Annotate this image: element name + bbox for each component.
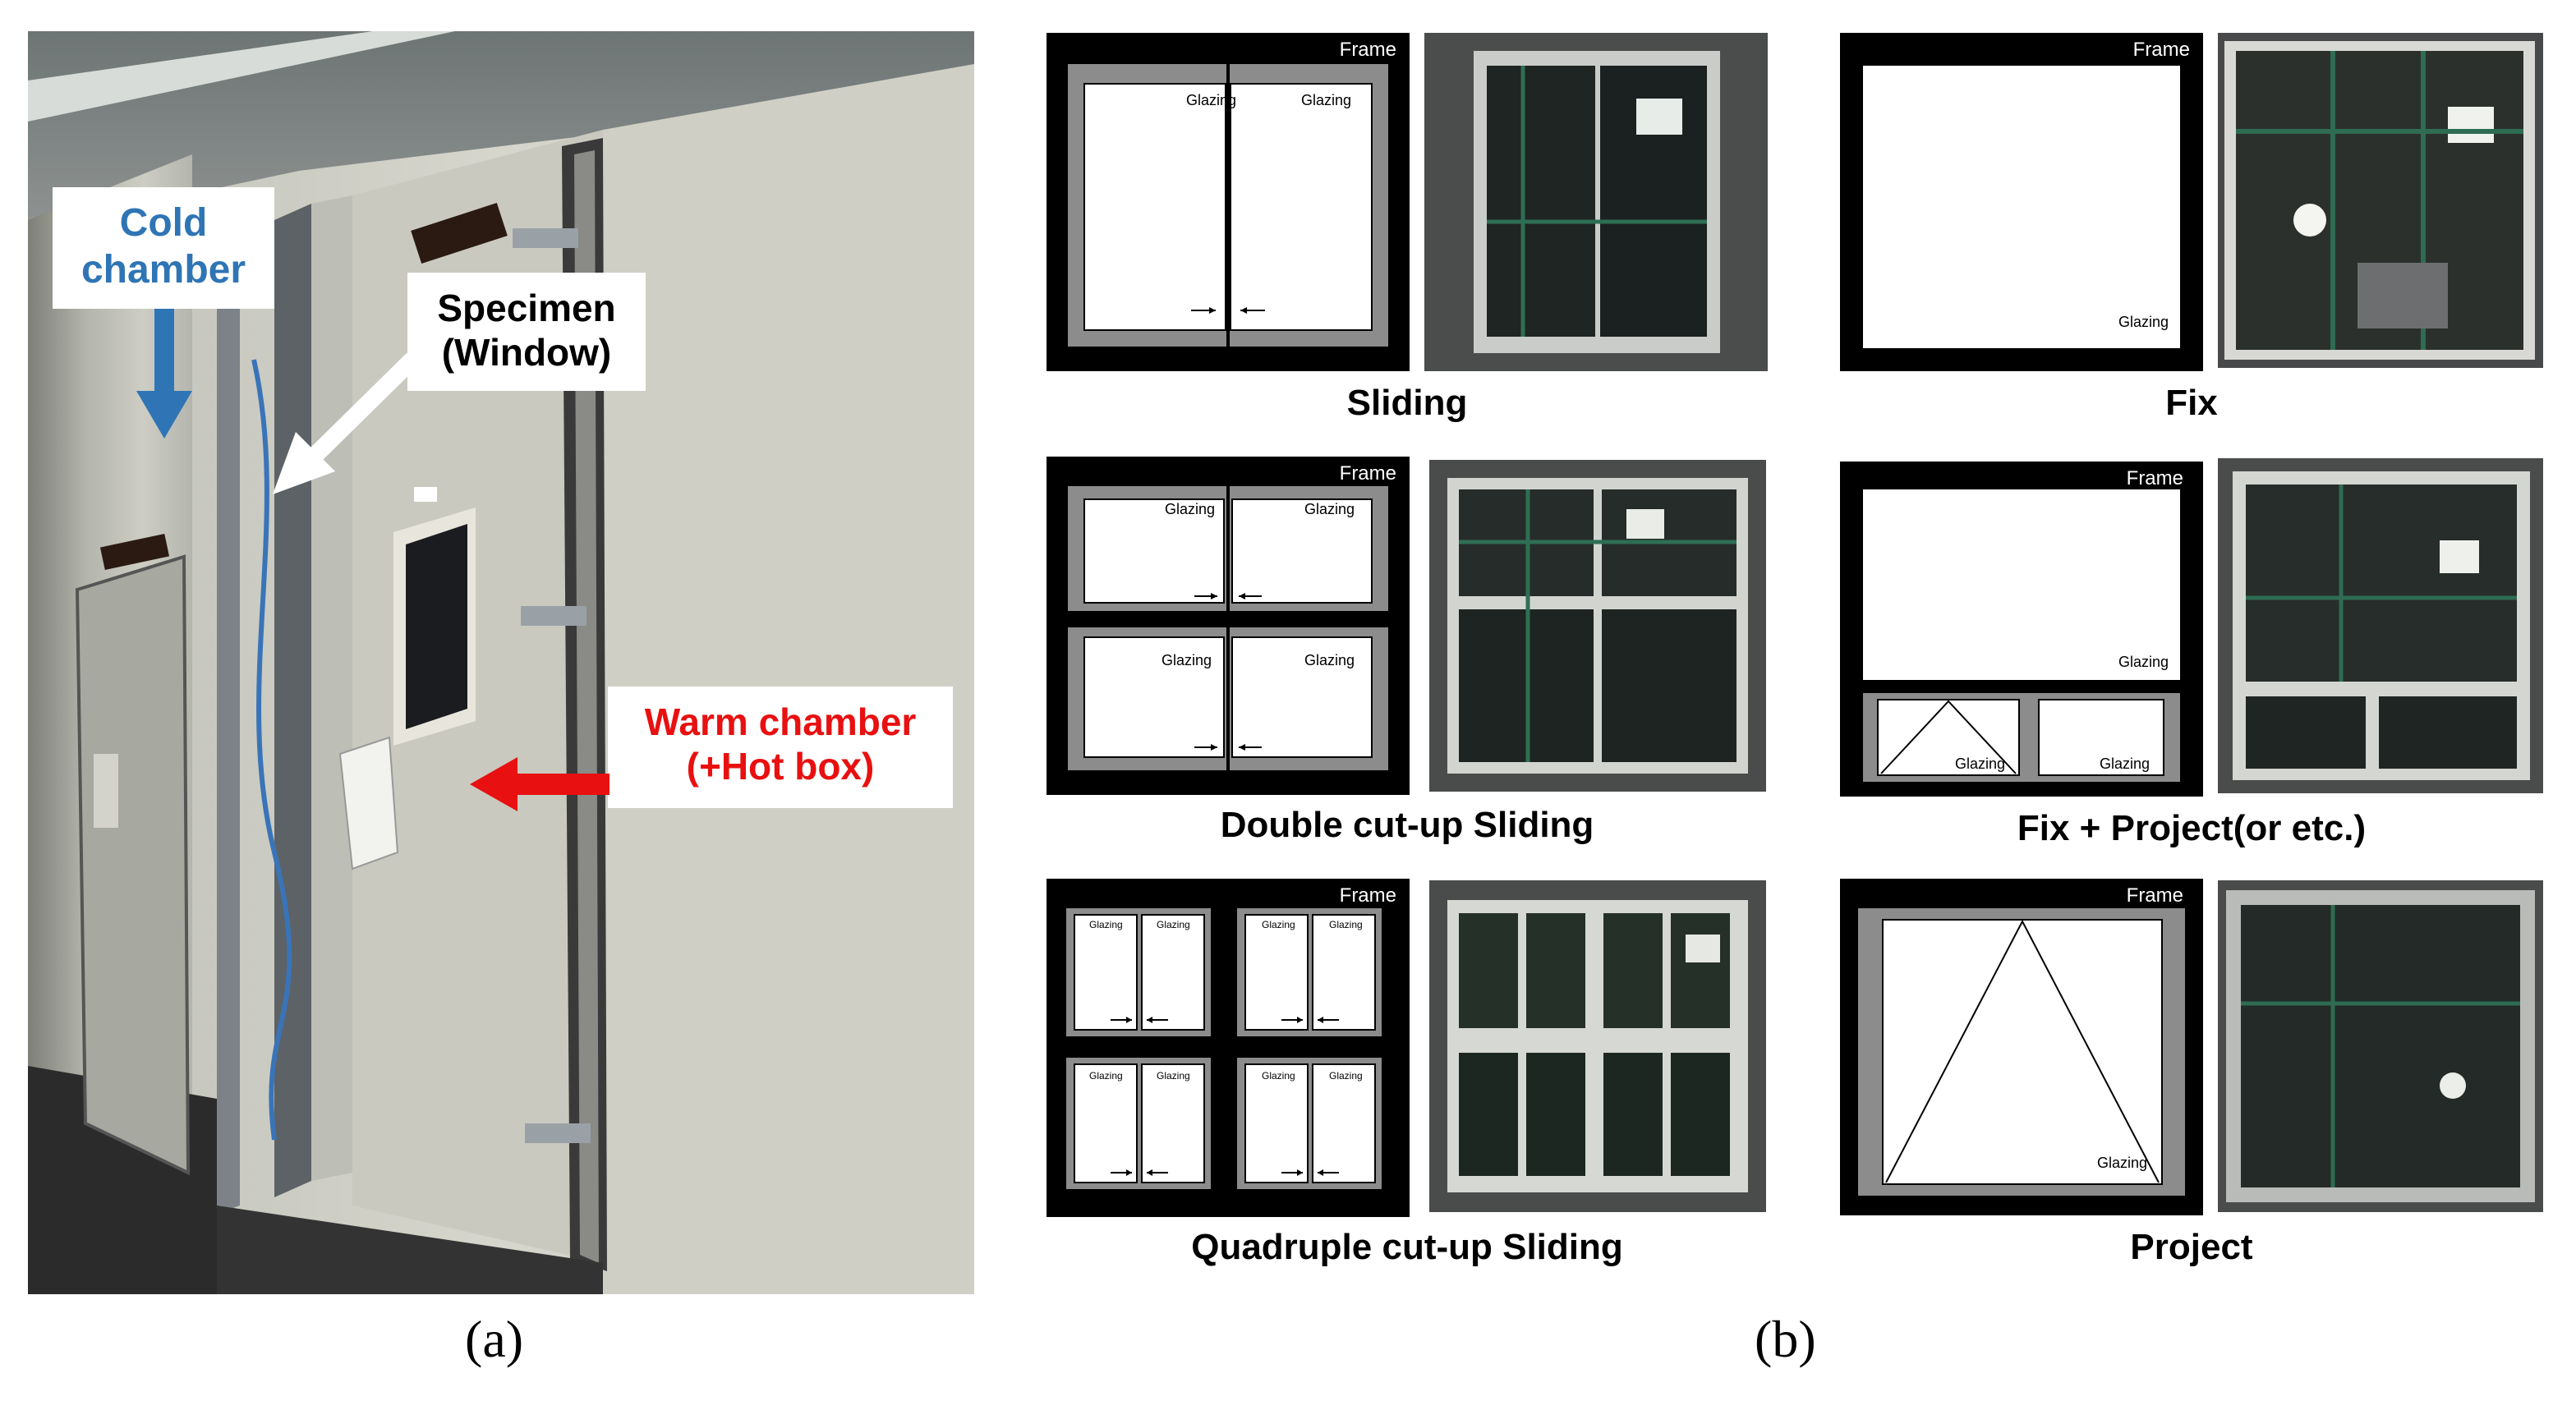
glazing-label: Glazing bbox=[2118, 654, 2169, 670]
glazing-label: Glazing bbox=[1262, 1070, 1295, 1082]
chamber-photo bbox=[28, 31, 974, 1294]
glazing-label: Glazing bbox=[1262, 919, 1295, 930]
glazing-label: Glazing bbox=[2100, 756, 2150, 772]
sliding-diagram: Frame Glazing Glazing bbox=[1046, 33, 1410, 371]
type-label-quadruple-cut-up-sliding: Quadruple cut-up Sliding bbox=[1191, 1227, 1623, 1267]
glazing-label: Glazing bbox=[1955, 756, 2005, 772]
panel-a-caption: (a) bbox=[465, 1310, 524, 1368]
glazing-label: Glazing bbox=[1157, 1070, 1190, 1082]
type-label-double-cut-up-sliding: Double cut-up Sliding bbox=[1220, 805, 1594, 845]
double-sliding-diagram: Frame Glazing Glazing Glazing Glazing bbox=[1046, 457, 1410, 795]
cold-chamber-label: Cold chamber bbox=[80, 201, 246, 292]
sliding-photo bbox=[1424, 33, 1768, 371]
glazing-label: Glazing bbox=[1165, 501, 1215, 517]
warm-chamber-arrow bbox=[470, 756, 610, 813]
glazing-label: Glazing bbox=[1301, 92, 1351, 108]
quadruple-sliding-diagram: Frame Glazing Glazing Glazing Glazing Gl… bbox=[1046, 879, 1410, 1217]
frame-label: Frame bbox=[2133, 39, 2190, 61]
glazing-label: Glazing bbox=[2118, 314, 2169, 330]
frame-label: Frame bbox=[2127, 467, 2183, 489]
type-label-fix: Fix bbox=[2165, 383, 2218, 423]
project-photo bbox=[2218, 880, 2543, 1212]
glazing-label: Glazing bbox=[1304, 501, 1355, 517]
frame-label: Frame bbox=[2127, 884, 2183, 907]
warm-chamber-callout: Warm chamber (+Hot box) bbox=[608, 687, 953, 808]
frame-label: Frame bbox=[1340, 884, 1396, 907]
glazing-label: Glazing bbox=[1157, 919, 1190, 930]
specimen-label: Specimen (Window) bbox=[437, 287, 616, 374]
fix-project-diagram: Frame Glazing Glazing Glazing bbox=[1840, 462, 2203, 797]
glazing-label: Glazing bbox=[1329, 1070, 1363, 1082]
frame-label: Frame bbox=[1340, 462, 1396, 485]
specimen-callout: Specimen (Window) bbox=[407, 273, 646, 391]
glazing-label: Glazing bbox=[1089, 1070, 1123, 1082]
glazing-label: Glazing bbox=[1089, 919, 1123, 930]
double-sliding-photo bbox=[1429, 460, 1766, 792]
warm-chamber-label: Warm chamber (+Hot box) bbox=[644, 700, 917, 788]
type-label-fix-project: Fix + Project(or etc.) bbox=[2017, 808, 2367, 848]
type-label-project: Project bbox=[2130, 1227, 2253, 1267]
glazing-label: Glazing bbox=[1162, 652, 1212, 668]
fix-diagram: Frame Glazing bbox=[1840, 33, 2203, 371]
fix-project-photo bbox=[2218, 458, 2543, 793]
glazing-label: Glazing bbox=[1329, 919, 1363, 930]
glazing-label: Glazing bbox=[1304, 652, 1355, 668]
type-label-sliding: Sliding bbox=[1346, 383, 1468, 423]
glazing-label: Glazing bbox=[1186, 92, 1236, 108]
frame-label: Frame bbox=[1340, 39, 1396, 61]
glazing-label: Glazing bbox=[2097, 1155, 2147, 1171]
panel-b-caption: (b) bbox=[1755, 1310, 1816, 1368]
cold-chamber-callout: Cold chamber bbox=[53, 187, 274, 309]
specimen-arrow bbox=[263, 353, 427, 501]
cold-chamber-arrow bbox=[131, 309, 197, 440]
project-diagram: Frame Glazing bbox=[1840, 879, 2203, 1215]
quadruple-sliding-photo bbox=[1429, 880, 1766, 1212]
fix-photo bbox=[2218, 33, 2543, 368]
